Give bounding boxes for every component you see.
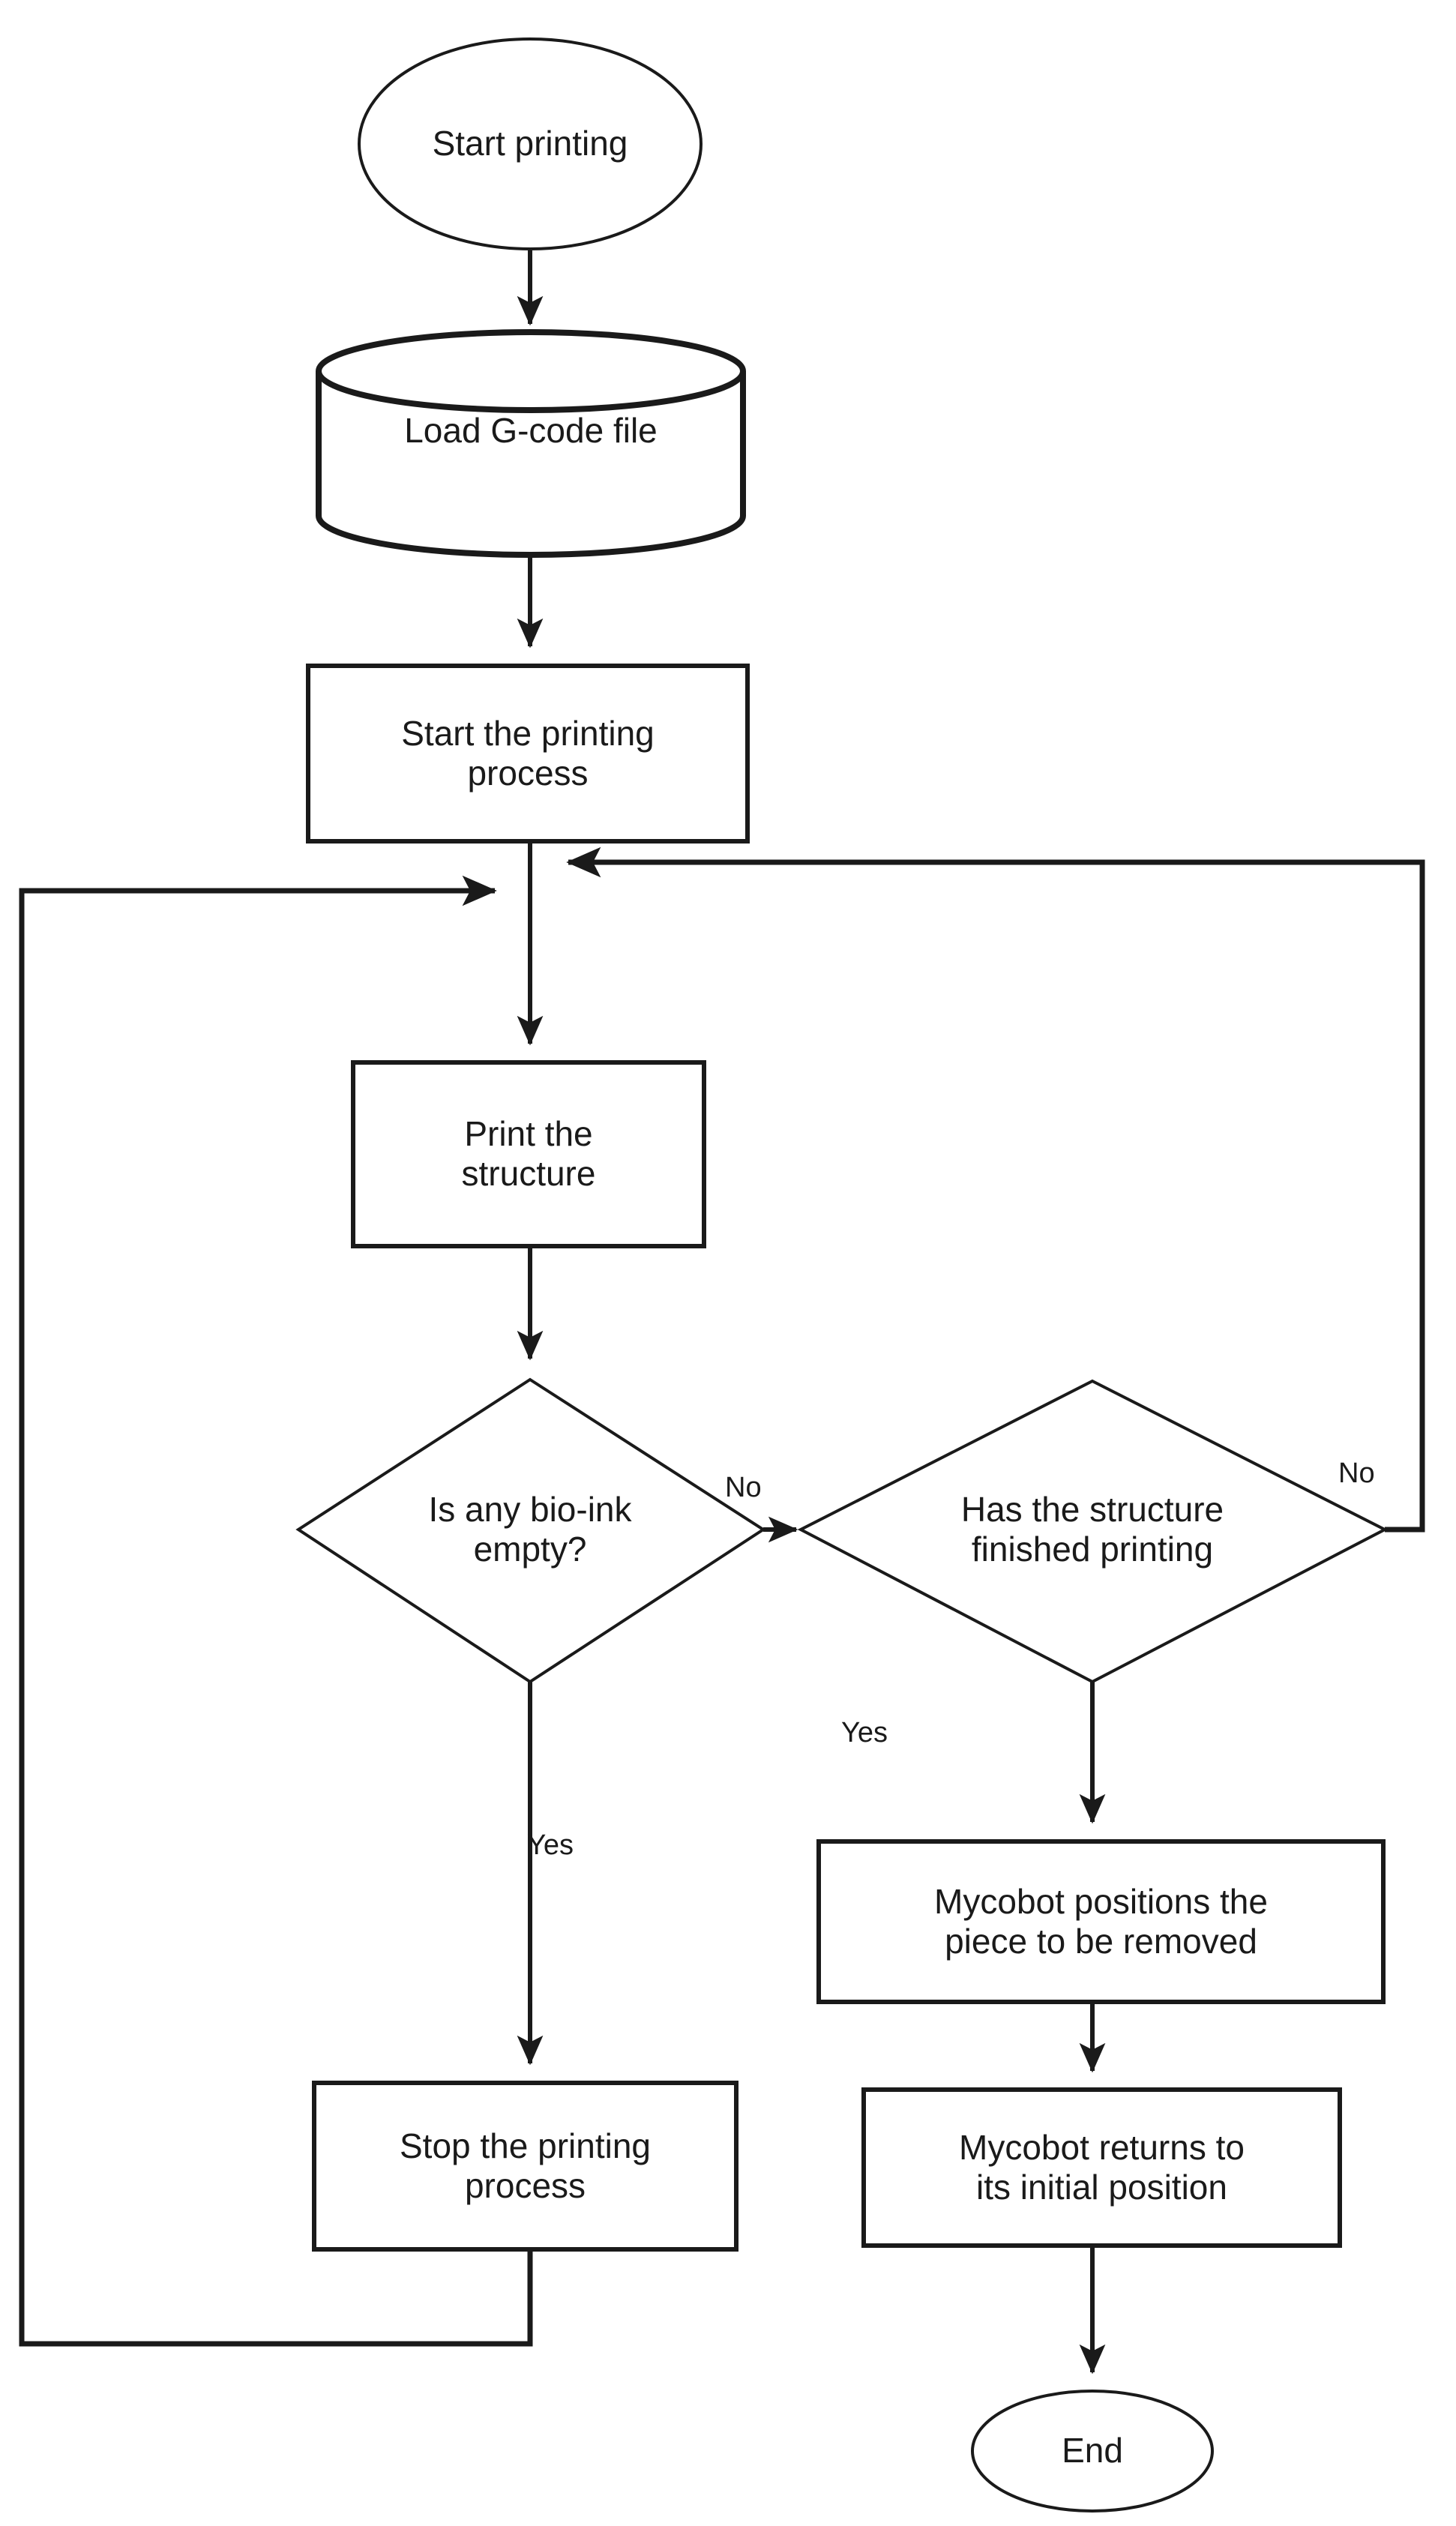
node-start-process-shape (306, 664, 750, 843)
edge-stop-loop-back (19, 875, 533, 2347)
node-end-shape (971, 2390, 1214, 2513)
node-position-piece-shape (816, 1839, 1386, 2004)
node-stop-process-shape (312, 2081, 738, 2252)
node-finished-printing-shape (797, 1379, 1389, 1684)
node-start-shape (358, 37, 703, 250)
edge-finished-no-loop-back (566, 846, 1425, 1533)
node-load-gcode-shape (316, 329, 746, 558)
node-return-initial-shape (861, 2087, 1342, 2248)
node-bioink-empty-shape (295, 1377, 766, 1684)
node-print-structure-shape (351, 1060, 706, 1248)
